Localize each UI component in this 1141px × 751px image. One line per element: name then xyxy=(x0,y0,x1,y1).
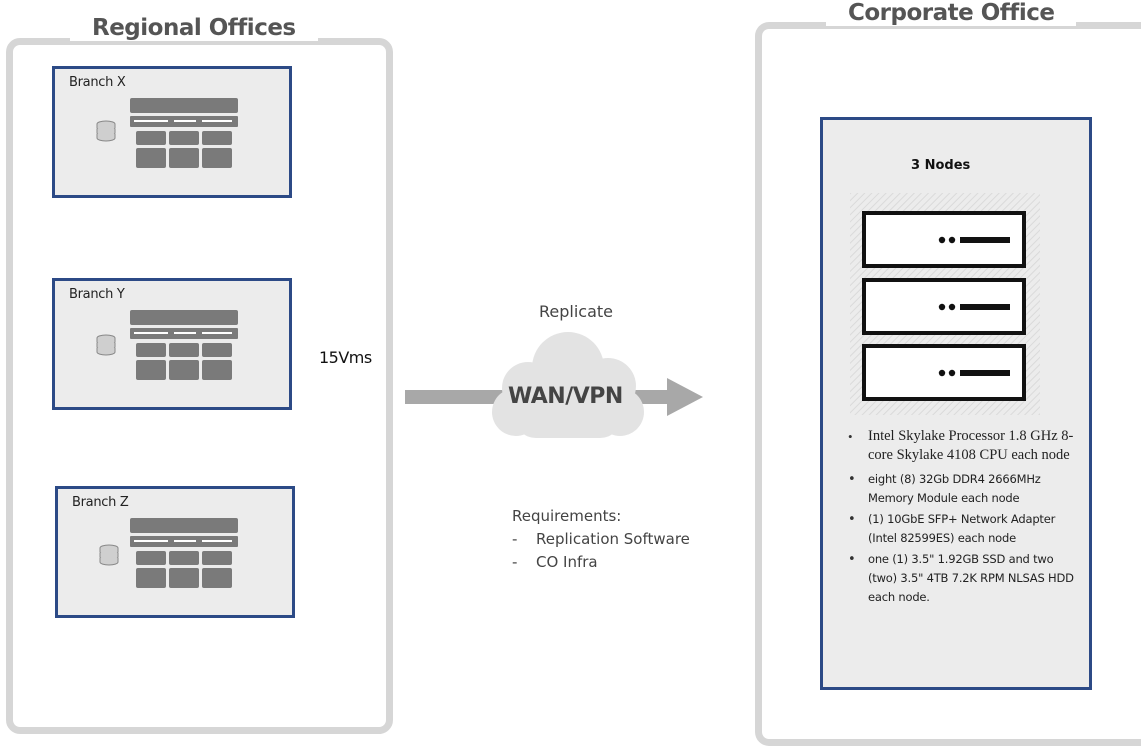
regional-offices-title: Regional Offices xyxy=(70,15,318,41)
spec-item-network: (1) 10GbE SFP+ Network Adapter (Intel 82… xyxy=(846,510,1078,548)
node-count-label: 3 Nodes xyxy=(911,158,971,173)
branch-y-box: Branch Y xyxy=(52,278,292,410)
spec-item-memory: eight (8) 32Gb DDR4 2666MHz Memory Modul… xyxy=(846,470,1078,508)
app-grid-icon xyxy=(130,518,238,588)
app-grid-icon xyxy=(130,310,238,380)
vm-count-label: 15Vms xyxy=(319,348,372,367)
cloud-icon xyxy=(492,332,644,438)
replicate-label: Replicate xyxy=(539,302,614,321)
requirements-heading: Requirements: xyxy=(512,507,622,525)
spec-item-storage: one (1) 3.5" 1.92GB SSD and two (two) 3.… xyxy=(846,550,1078,607)
requirements-block: Requirements: -Replication Software -CO … xyxy=(512,505,690,574)
branch-z-box: Branch Z xyxy=(55,486,295,618)
app-grid-icon xyxy=(130,98,238,168)
branch-z-label: Branch Z xyxy=(72,495,129,510)
node-spec-list: Intel Skylake Processor 1.8 GHz 8-core S… xyxy=(846,427,1078,609)
database-icon xyxy=(96,120,116,142)
corporate-office-title: Corporate Office xyxy=(826,0,1077,26)
spec-item-cpu: Intel Skylake Processor 1.8 GHz 8-core S… xyxy=(846,427,1078,465)
requirement-item: -Replication Software xyxy=(512,530,690,548)
database-icon xyxy=(99,544,119,566)
branch-y-label: Branch Y xyxy=(69,287,125,302)
wan-vpn-label: WAN/VPN xyxy=(508,384,623,409)
branch-x-label: Branch X xyxy=(69,75,126,90)
requirement-item: -CO Infra xyxy=(512,553,598,571)
regional-offices-frame xyxy=(6,38,393,734)
database-icon xyxy=(96,334,116,356)
branch-x-box: Branch X xyxy=(52,66,292,198)
server-icon xyxy=(850,193,1040,415)
